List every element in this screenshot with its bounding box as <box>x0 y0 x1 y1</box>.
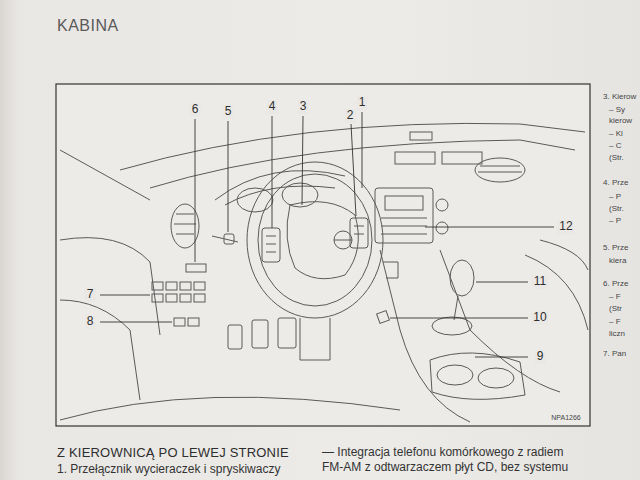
cut-text: 6. Prze <box>603 279 628 288</box>
cut-text: (Str. <box>609 153 624 162</box>
body-text: FM-AM z odtwarzaczem płyt CD, bez system… <box>322 461 568 475</box>
cut-text: liczn <box>609 329 625 338</box>
cut-text: (Str. <box>609 204 624 213</box>
leader-lines <box>100 112 554 357</box>
callout-number: 8 <box>85 315 96 329</box>
page-title: KABINA <box>57 17 119 35</box>
cut-text: – F <box>609 292 621 301</box>
body-text: — Integracja telefonu komórkowego z radi… <box>322 446 563 460</box>
figure-frame <box>56 84 590 426</box>
callout-number: 5 <box>223 105 234 119</box>
callout-number: 12 <box>557 220 574 234</box>
cut-text: – P <box>609 192 621 201</box>
callout-number: 3 <box>298 100 309 114</box>
cut-text: kierow <box>609 116 632 125</box>
cut-text: (Str <box>609 304 622 313</box>
body-text: 1. Przełącznik wycieraczek i spryskiwacz… <box>57 463 280 477</box>
cut-text: – C <box>609 141 621 150</box>
figure-code: NPA1266 <box>551 414 580 422</box>
cut-text: 7. Pan <box>603 349 626 358</box>
cut-text: 3. Kierow <box>603 92 636 101</box>
callout-number: 2 <box>345 109 356 123</box>
cut-text: – F <box>609 317 621 326</box>
cut-text: – P <box>609 216 621 225</box>
callout-number: 1 <box>357 96 368 110</box>
cut-text: – Sy <box>609 105 625 114</box>
callout-number: 11 <box>532 275 548 289</box>
cut-text: 4. Prze <box>603 178 628 187</box>
callout-number: 7 <box>85 288 96 302</box>
cut-text: kiera <box>609 256 626 265</box>
callout-number: 4 <box>267 100 278 114</box>
cut-text: 5. Prze <box>603 243 628 252</box>
cut-text: – Kl <box>609 129 623 138</box>
callout-number: 9 <box>535 350 546 364</box>
section-heading: Z KIEROWNICĄ PO LEWEJ STRONIE <box>57 446 289 461</box>
callout-number: 10 <box>531 311 548 325</box>
callout-number: 6 <box>190 103 201 117</box>
dashboard-drawing <box>60 123 588 422</box>
